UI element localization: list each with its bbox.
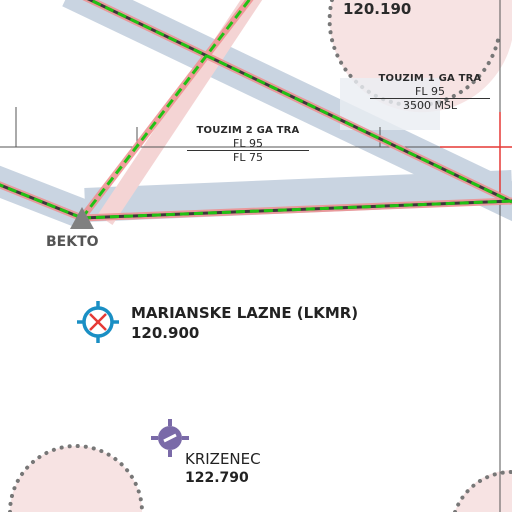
airspace-lower-limit: FL 75 [233,151,263,164]
waypoint-label[interactable]: BEKTO [46,234,99,250]
navaid-icon[interactable] [151,419,189,457]
top-frequency: 120.190 [343,0,412,18]
circle-zone-bottom-right [453,469,512,512]
aerodrome-icon[interactable] [77,301,119,343]
navaid-frequency: 122.790 [185,470,249,486]
label-box [340,78,440,130]
airspace-lower-limit: 3500 MSL [402,99,458,112]
aerodrome-name[interactable]: MARIANSKE LAZNE (LKMR) [131,304,359,322]
airspace-label-touzim-2[interactable]: TOUZIM 2 GA TRA FL 95 FL 75 [187,124,309,164]
circle-zone-bottom-left [8,444,144,512]
airspace-border [440,112,512,200]
navaid-name[interactable]: KRIZENEC [185,450,261,468]
airspace-name: TOUZIM 1 GA TRA [378,73,482,84]
triangle-icon[interactable] [70,207,94,229]
airspace-name: TOUZIM 2 GA TRA [196,125,300,136]
airspace-label-touzim-1[interactable]: TOUZIM 1 GA TRA FL 95 3500 MSL [370,72,490,112]
aerodrome-frequency: 120.900 [131,324,200,342]
airspace-upper-limit: FL 95 [187,137,309,151]
airspace-upper-limit: FL 95 [370,85,490,99]
route-lines [0,0,512,222]
